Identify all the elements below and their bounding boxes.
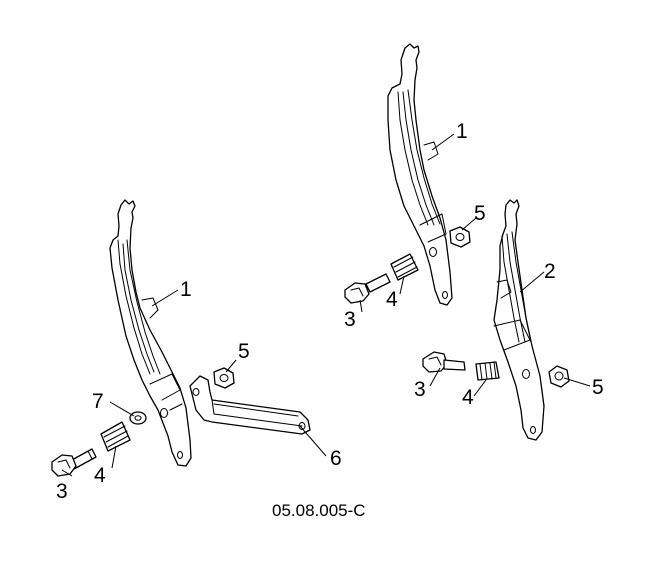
left-bolt [51, 448, 97, 477]
leader-right-bracket [519, 271, 545, 293]
leader-right-top-spring [399, 275, 405, 295]
callout-right-spring: 4 [462, 386, 474, 409]
left-washer [129, 411, 147, 425]
callout-left-spring: 4 [94, 464, 106, 487]
leader-right-top-bolt [359, 299, 363, 313]
right-top-nut [449, 226, 471, 248]
right-top-bolt [344, 273, 391, 304]
right-bolt [422, 351, 466, 373]
leader-left-nut [225, 359, 237, 373]
leader-left-bolt [61, 469, 73, 477]
leader-left-spring [111, 445, 117, 469]
leader-left-link [299, 425, 327, 457]
callout-right-top-bolt: 3 [344, 308, 356, 331]
drawing-code: 05.08.005-C [272, 501, 366, 520]
right-seat-bracket [493, 199, 545, 441]
leader-lines [61, 133, 591, 477]
right-spring [475, 361, 500, 381]
callout-numbers: 1 7 3 4 5 6 1 5 4 3 2 3 4 5 [56, 120, 604, 503]
callout-right-top-nut: 5 [474, 202, 486, 225]
left-seat-bracket [109, 199, 192, 467]
leader-right-top-nut [461, 217, 477, 231]
callout-right-bolt: 3 [414, 378, 426, 401]
callout-left-nut: 5 [238, 340, 250, 363]
right-top-seat-bracket [387, 43, 453, 306]
left-nut [213, 367, 235, 389]
leader-right-bolt [429, 367, 441, 387]
leader-right-nut [563, 377, 591, 387]
left-spring [100, 421, 131, 452]
callout-right-bracket: 2 [544, 260, 556, 283]
leader-right-top-bracket [431, 133, 455, 151]
callout-right-nut: 5 [592, 376, 604, 399]
right-top-spring [390, 253, 419, 281]
leader-left-bracket [151, 289, 179, 307]
leader-right-spring [473, 379, 487, 397]
leader-left-washer [109, 401, 135, 417]
right-nut [548, 365, 570, 388]
callout-left-washer: 7 [92, 390, 104, 413]
callout-right-top-bracket: 1 [456, 120, 468, 143]
callout-left-bracket: 1 [180, 278, 192, 301]
left-link-plate [189, 375, 311, 435]
callout-right-top-spring: 4 [386, 288, 398, 311]
callout-left-link: 6 [330, 447, 342, 470]
callout-left-bolt: 3 [56, 480, 68, 503]
